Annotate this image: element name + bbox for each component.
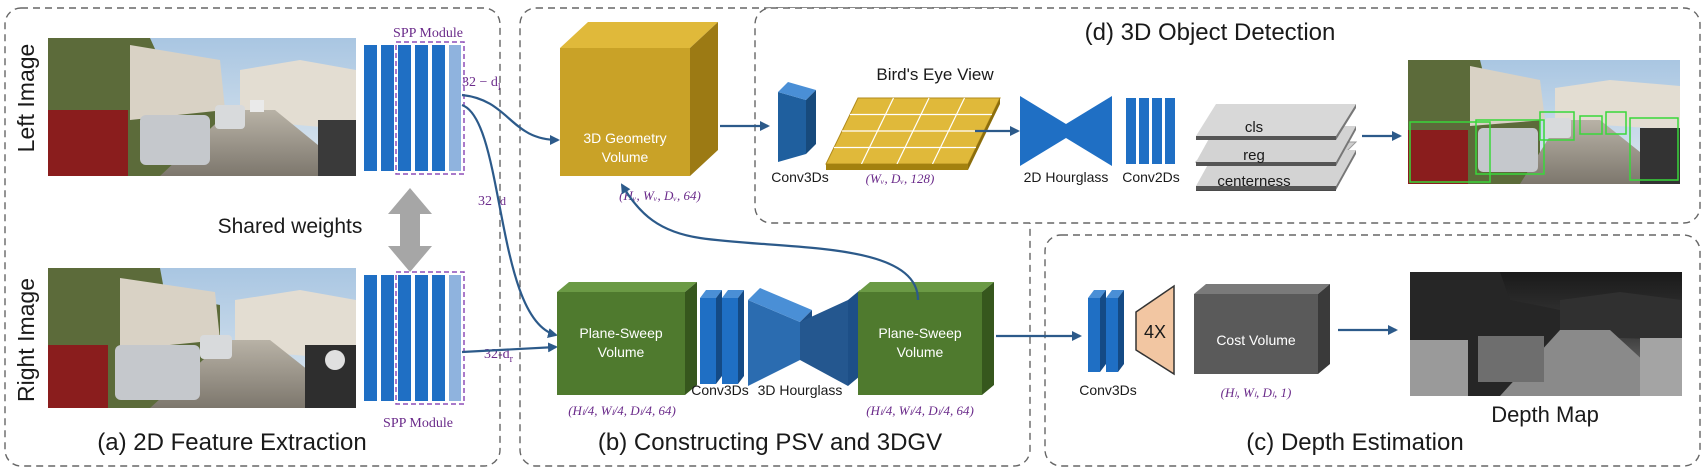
conv3ds-b [700, 290, 744, 384]
cost-volume-label: Cost Volume [1216, 332, 1296, 348]
psv-volume-2-dims: (Hₗ/4, Wₗ/4, Dₗ/4, 64) [866, 403, 974, 418]
conv3ds-c [1088, 290, 1124, 372]
geometry-volume-label-2: Volume [602, 149, 649, 165]
psv-volume-1 [557, 282, 697, 395]
panel-c-frame [1044, 234, 1701, 467]
upsample-label: 4X [1144, 322, 1166, 342]
spp-module-bottom [364, 271, 465, 405]
right-image [48, 268, 356, 408]
psv-volume-2-label-1: Plane-Sweep [878, 325, 961, 341]
right-image-label: Right Image [13, 278, 39, 402]
head-cls: cls [1245, 119, 1263, 136]
conv2ds-label: Conv2Ds [1122, 169, 1180, 185]
psv-volume-1-label-1: Plane-Sweep [579, 325, 662, 341]
bev-dims: (Wᵥ, Dᵥ, 128) [866, 171, 935, 186]
bev-grid [825, 97, 1001, 170]
hourglass-3d [748, 288, 860, 386]
panel-a-title: (a) 2D Feature Extraction [97, 429, 366, 456]
spp-module-bottom-label: SPP Module [383, 416, 453, 431]
conv3ds-d-label: Conv3Ds [771, 169, 829, 185]
spp-module-top [364, 41, 465, 175]
psv-volume-1-label-2: Volume [598, 344, 645, 360]
shared-weights-label: Shared weights [218, 215, 363, 238]
panel-c-title: (c) Depth Estimation [1246, 429, 1463, 456]
geometry-volume-label-1: 3D Geometry [583, 130, 666, 146]
psv-volume-2 [858, 282, 994, 395]
geometry-volume-dims: (Hᵥ, Wᵥ, Dᵥ, 64) [619, 188, 701, 203]
head-reg: reg [1243, 147, 1265, 164]
conv2ds [1126, 98, 1175, 164]
hourglass-2d-label: 2D Hourglass [1024, 169, 1109, 185]
panel-a-frame [4, 7, 501, 467]
psv-volume-2-label-2: Volume [897, 344, 944, 360]
arrow-psv-to-geometry [620, 183, 920, 301]
spp-module-top-label: SPP Module [393, 26, 463, 41]
detection-heads [1194, 104, 1358, 191]
conv3ds-b-label: Conv3Ds [691, 382, 749, 398]
arrow-right-feat-to-psv [461, 342, 558, 354]
geometry-volume [560, 22, 718, 176]
hourglass-2d [1020, 96, 1112, 166]
cost-volume-dims: (Hₗ, Wₗ, Dₗ, 1) [1221, 385, 1292, 400]
conv3ds-c-label: Conv3Ds [1079, 382, 1137, 398]
feature-left-dim: 32 − dl [462, 75, 501, 93]
arrow-left-feat-to-geometry [461, 93, 560, 145]
hourglass-3d-label: 3D Hourglass [758, 382, 843, 398]
panel-d-title: (d) 3D Object Detection [1085, 19, 1336, 46]
panel-b-title: (b) Constructing PSV and 3DGV [598, 429, 942, 456]
head-centerness: centerness [1217, 173, 1290, 190]
upsample-4x [1135, 284, 1175, 376]
psv-volume-1-dims: (Hₗ/4, Wₗ/4, Dₗ/4, 64) [568, 403, 676, 418]
arrow-left-feat-to-psv [461, 103, 558, 338]
left-image [48, 38, 356, 176]
depth-map-image [1410, 272, 1682, 396]
conv3ds-d [778, 82, 816, 162]
cost-volume [1194, 284, 1330, 374]
depth-map-label: Depth Map [1491, 402, 1599, 427]
left-image-label: Left Image [13, 44, 39, 153]
panel-b-frame [519, 7, 1031, 467]
bev-label: Bird's Eye View [876, 65, 994, 84]
detection-output-image [1408, 60, 1680, 184]
shared-weights-arrow [388, 188, 432, 272]
